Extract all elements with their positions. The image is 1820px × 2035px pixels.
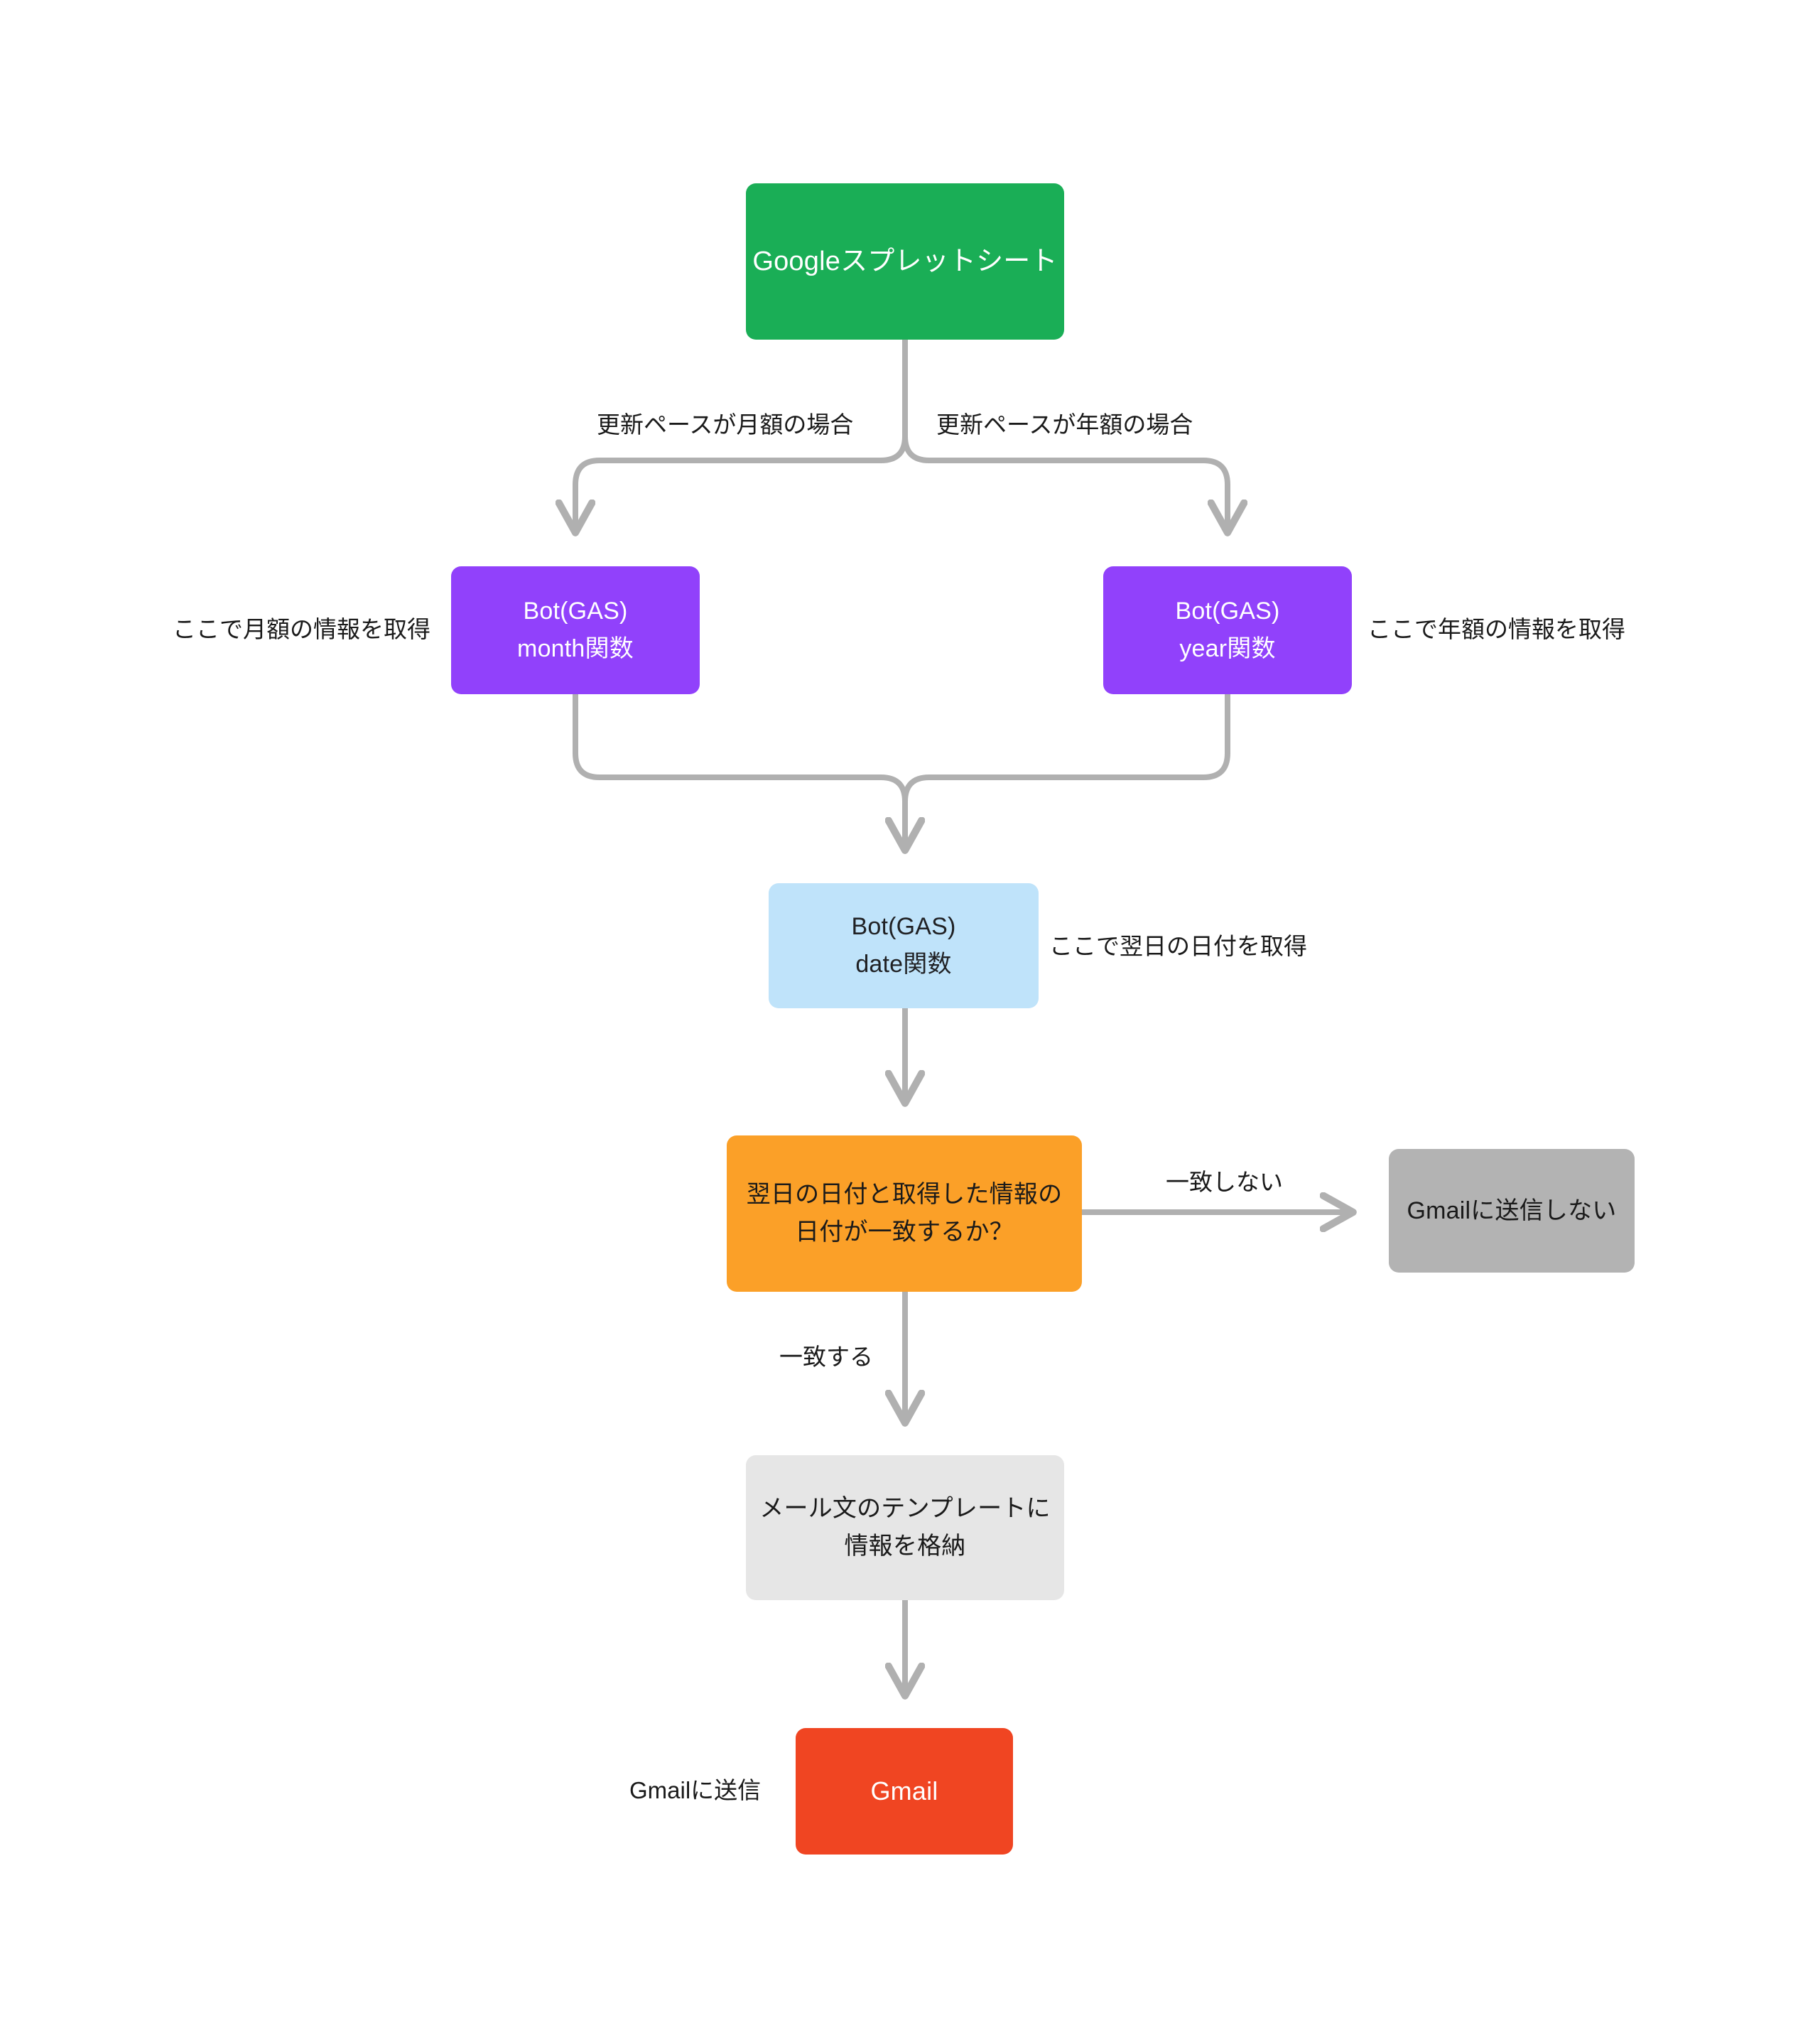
edge-label-yearly: 更新ペースが年額の場合	[936, 411, 1193, 438]
node-label: Gmailに送信しない	[1407, 1197, 1617, 1224]
node-label: Bot(GAS) month関数	[517, 598, 634, 662]
node-google-spreadsheet[interactable]: Googleスプレットシート	[746, 183, 1064, 340]
edge-label-mismatch: 一致しない	[1166, 1169, 1283, 1195]
note-yearly-info: ここで年額の情報を取得	[1367, 616, 1625, 642]
note-next-day-date: ここで翌日の日付を取得	[1049, 933, 1307, 959]
node-gmail[interactable]: Gmail	[796, 1728, 1013, 1855]
node-bot-gas-month[interactable]: Bot(GAS) month関数	[451, 566, 700, 694]
note-monthly-info: ここで月額の情報を取得	[173, 616, 430, 642]
node-bot-gas-date[interactable]: Bot(GAS) date関数	[769, 883, 1039, 1008]
edge-year-to-date	[905, 691, 1230, 847]
node-label: Bot(GAS) year関数	[1175, 598, 1280, 662]
node-date-match-decision[interactable]: 翌日の日付と取得した情報の 日付が一致するか？	[727, 1135, 1082, 1292]
node-label: 翌日の日付と取得した情報の 日付が一致するか？	[746, 1181, 1063, 1246]
edge-label-send-to-gmail: Gmailに送信	[629, 1777, 762, 1803]
node-label: Bot(GAS) date関数	[851, 913, 956, 978]
node-bot-gas-year[interactable]: Bot(GAS) year関数	[1103, 566, 1352, 694]
node-label: Googleスプレットシート	[752, 246, 1058, 276]
edge-label-match: 一致する	[779, 1344, 873, 1370]
edge-label-monthly: 更新ペースが月額の場合	[597, 411, 854, 438]
node-label: Gmail	[870, 1776, 938, 1806]
node-label: メール文のテンプレートに 情報を格納	[759, 1495, 1051, 1560]
edge-month-to-date	[573, 691, 905, 847]
node-do-not-send-gmail[interactable]: Gmailに送信しない	[1389, 1149, 1635, 1273]
node-store-info-in-mail-template[interactable]: メール文のテンプレートに 情報を格納	[746, 1455, 1064, 1600]
